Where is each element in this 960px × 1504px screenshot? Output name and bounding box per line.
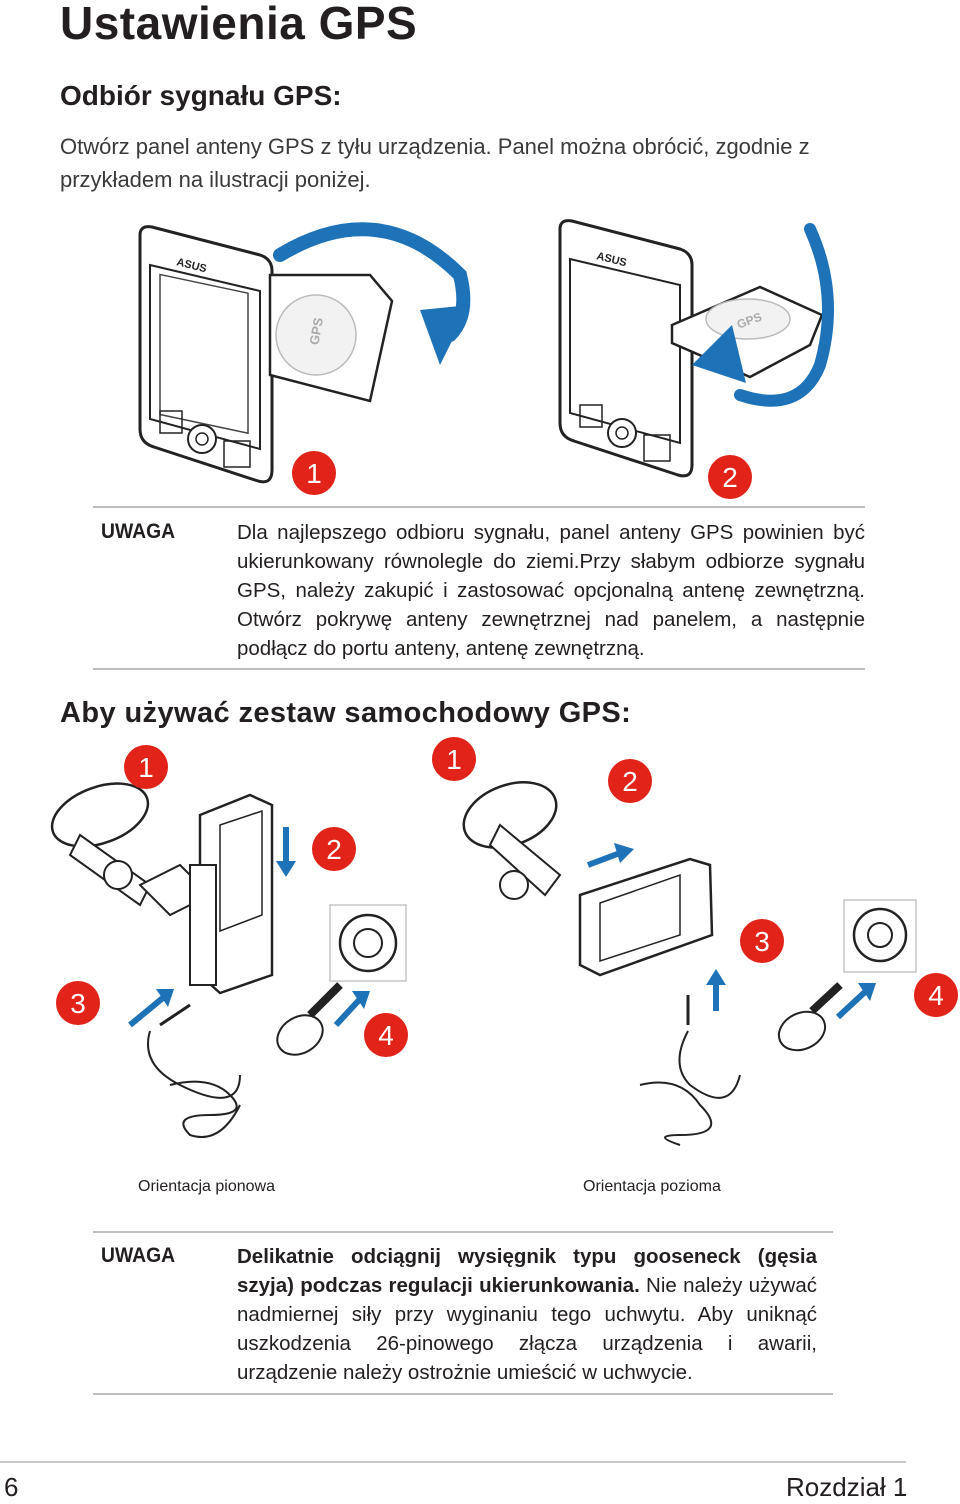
section-intro-text: Otwórz panel anteny GPS z tyłu urządzeni… [60,134,810,192]
svg-text:1: 1 [306,458,322,489]
car-left-step-2: 2 [312,827,356,871]
note2-bottom-rule [93,1393,833,1395]
car-right-step-2: 2 [608,759,652,803]
rotate-arrow-2 [692,223,834,407]
car-left-step-3: 3 [56,981,100,1025]
svg-text:1: 1 [138,752,154,783]
page-title: Ustawienia GPS [60,0,418,49]
device-illustration-2: ASUS [558,219,694,478]
portrait-mount-illustration [50,782,407,1138]
note-label: UWAGA [101,520,176,543]
svg-text:4: 4 [378,1020,394,1051]
caption-landscape: Orientacja pozioma [583,1178,721,1195]
section-heading-car-kit: Aby używać zestaw samochodowy GPS: [60,697,632,729]
note2-text: Delikatnie odciągnij wysięgnik typu goos… [237,1242,817,1387]
footer-rule [0,1461,906,1463]
svg-text:4: 4 [928,980,944,1011]
svg-text:2: 2 [326,834,342,865]
step-marker-2: 2 [708,455,752,499]
device-illustration-1: ASUS [138,225,274,484]
car-left-step-4: 4 [364,1013,408,1057]
gps-antenna-rotation-figure: ASUS GPS ASUS GPS 1 [138,219,834,499]
car-kit-figure: 1 2 3 4 [50,737,958,1146]
car-right-step-1: 1 [432,737,476,781]
note-bottom-rule [93,668,865,670]
note2-bold-text: Delikatnie odciągnij wysięgnik typu goos… [237,1245,817,1297]
note-top-rule [93,506,865,508]
rotate-arrow-1 [273,222,471,365]
svg-text:2: 2 [722,462,738,493]
landscape-mount-illustration [462,781,917,1146]
caption-portrait: Orientacja pionowa [138,1178,275,1195]
step-marker-1: 1 [292,451,336,495]
car-right-step-4: 4 [914,973,958,1017]
car-left-step-1: 1 [124,745,168,789]
section-heading-gps-signal: Odbiór sygnału GPS: [60,80,342,111]
note2-regular-text: Nie należy używać nadmiernej siły przy w… [237,1274,817,1384]
note2-label: UWAGA [101,1244,176,1267]
footer-chapter: Rozdział 1 [786,1472,908,1502]
gps-antenna-panel-1: GPS [268,273,394,403]
svg-text:2: 2 [622,766,638,797]
svg-text:1: 1 [446,744,462,775]
footer-page-number: 6 [4,1472,19,1502]
svg-text:3: 3 [70,988,86,1019]
note-text: Dla najlepszego odbioru sygnału, panel a… [237,521,865,660]
svg-text:3: 3 [754,926,770,957]
antenna-gps-label-1: GPS [306,316,326,346]
car-right-step-3: 3 [740,919,784,963]
note2-top-rule [93,1231,833,1233]
